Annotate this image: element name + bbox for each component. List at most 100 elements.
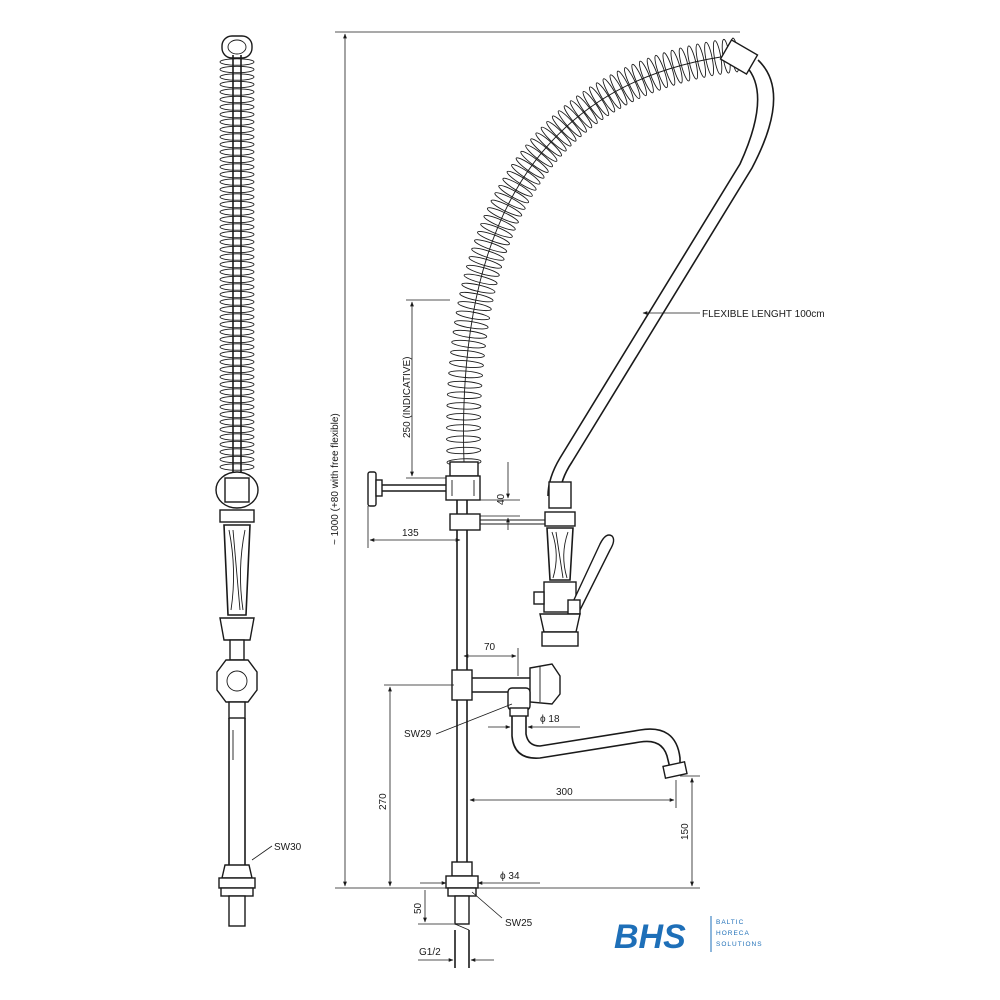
spray-valve-top — [548, 481, 572, 509]
sw30-leader — [251, 845, 273, 861]
front-view — [367, 37, 775, 968]
spring-coil — [219, 260, 255, 269]
wall-bracket-plate — [367, 471, 377, 507]
spring-coil — [219, 148, 255, 156]
side-spring — [219, 58, 255, 471]
spring-coil — [219, 410, 255, 419]
spring-coil — [219, 103, 255, 111]
spring-coil — [219, 373, 255, 381]
spring-coil — [219, 268, 255, 276]
spring-coil — [219, 290, 255, 299]
dim-70: 70 — [463, 642, 519, 676]
spring-coil — [219, 185, 255, 194]
spring-coil — [219, 335, 255, 344]
dim-270: 270 — [378, 684, 454, 887]
svg-text:40: 40 — [496, 493, 507, 505]
spray-head — [541, 631, 579, 647]
sw25-leader — [471, 891, 503, 919]
front-spring — [446, 37, 740, 466]
spring-coil — [219, 313, 255, 321]
spring-inner-tube — [463, 54, 736, 463]
spring-coil — [219, 275, 255, 284]
spring-coil — [219, 238, 255, 246]
swing-spout — [511, 716, 671, 769]
side-hex-nut — [216, 659, 258, 703]
sw30-label: SW30 — [274, 842, 302, 853]
spring-label: 250 (INDICATIVE) — [402, 357, 413, 439]
svg-text:70: 70 — [484, 642, 496, 653]
spring-anchor — [445, 475, 481, 501]
logo-brand: BHS — [614, 918, 686, 956]
spring-coil — [219, 80, 255, 89]
spring-coil — [219, 305, 255, 314]
dim-dia18: ϕ 18 — [488, 714, 580, 729]
sw25-label: SW25 — [505, 918, 533, 929]
spring-coil — [219, 343, 255, 351]
spring-coil — [219, 133, 255, 141]
sw29-label: SW29 — [404, 729, 432, 740]
dim-dia34: ϕ 34 — [420, 871, 540, 885]
spring-coil — [219, 328, 255, 336]
spring-coil — [219, 58, 255, 66]
spring-coil — [219, 200, 255, 209]
spring-coil — [219, 245, 255, 254]
height-label: ~ 1000 (+80 with free flexible) — [330, 413, 341, 545]
spring-coil — [219, 298, 255, 306]
spring-coil — [219, 388, 255, 396]
spring-coil — [219, 230, 255, 239]
dim-40: 40 — [480, 462, 520, 530]
dim-overall-height: ~ 1000 (+80 with free flexible) — [330, 31, 740, 889]
spring-coil — [219, 418, 255, 426]
spring-coil — [219, 118, 255, 126]
spring-coil — [219, 350, 255, 359]
svg-text:270: 270 — [378, 793, 389, 810]
spring-coil — [219, 283, 255, 291]
inlet-shank — [454, 895, 470, 925]
svg-text:G1/2: G1/2 — [419, 947, 441, 958]
spring-coil — [219, 395, 255, 404]
column-clamp — [449, 513, 481, 531]
spring-coil — [219, 170, 255, 179]
svg-text:ϕ 34: ϕ 34 — [500, 871, 520, 882]
spring-coil — [219, 208, 255, 216]
svg-text:ϕ 18: ϕ 18 — [540, 714, 560, 725]
svg-text:300: 300 — [556, 787, 573, 798]
spring-coil — [219, 140, 255, 149]
dim-300: 300 — [469, 780, 677, 808]
dim-135: 135 — [367, 506, 461, 548]
spring-coil — [219, 223, 255, 231]
spring-coil — [219, 403, 255, 411]
spring-coil — [219, 320, 255, 329]
trigger-lever — [571, 534, 615, 612]
faucet-valve-nut — [529, 663, 561, 705]
tee-fitting — [451, 669, 473, 701]
svg-text:SOLUTIONS: SOLUTIONS — [716, 941, 763, 948]
spring-coil — [219, 380, 255, 389]
svg-text:BALTIC: BALTIC — [716, 919, 744, 926]
dim-50: 50 — [413, 890, 454, 925]
side-top-cap — [221, 35, 253, 59]
spring-coil — [219, 365, 255, 374]
spring-coil — [219, 155, 255, 164]
spring-top-clamp — [719, 39, 759, 75]
spout-aerator — [662, 761, 688, 779]
spring-coil — [219, 433, 255, 441]
spring-coil — [219, 455, 255, 464]
spring-coil — [219, 448, 255, 456]
dim-spring: 250 (INDICATIVE) — [402, 299, 450, 479]
sw29-leader — [435, 703, 513, 735]
spring-coil — [219, 215, 255, 224]
base-flange — [445, 875, 479, 889]
svg-text:150: 150 — [680, 823, 691, 840]
spring-coil — [219, 88, 255, 96]
side-handle — [223, 524, 251, 616]
dim-thread: G1/2 — [418, 947, 494, 962]
svg-text:135: 135 — [402, 528, 419, 539]
svg-text:50: 50 — [413, 902, 424, 914]
spring-coil — [219, 125, 255, 134]
svg-text:HORECA: HORECA — [716, 930, 750, 937]
side-view — [215, 35, 259, 927]
spring-coil — [219, 463, 255, 471]
spring-coil — [219, 73, 255, 81]
